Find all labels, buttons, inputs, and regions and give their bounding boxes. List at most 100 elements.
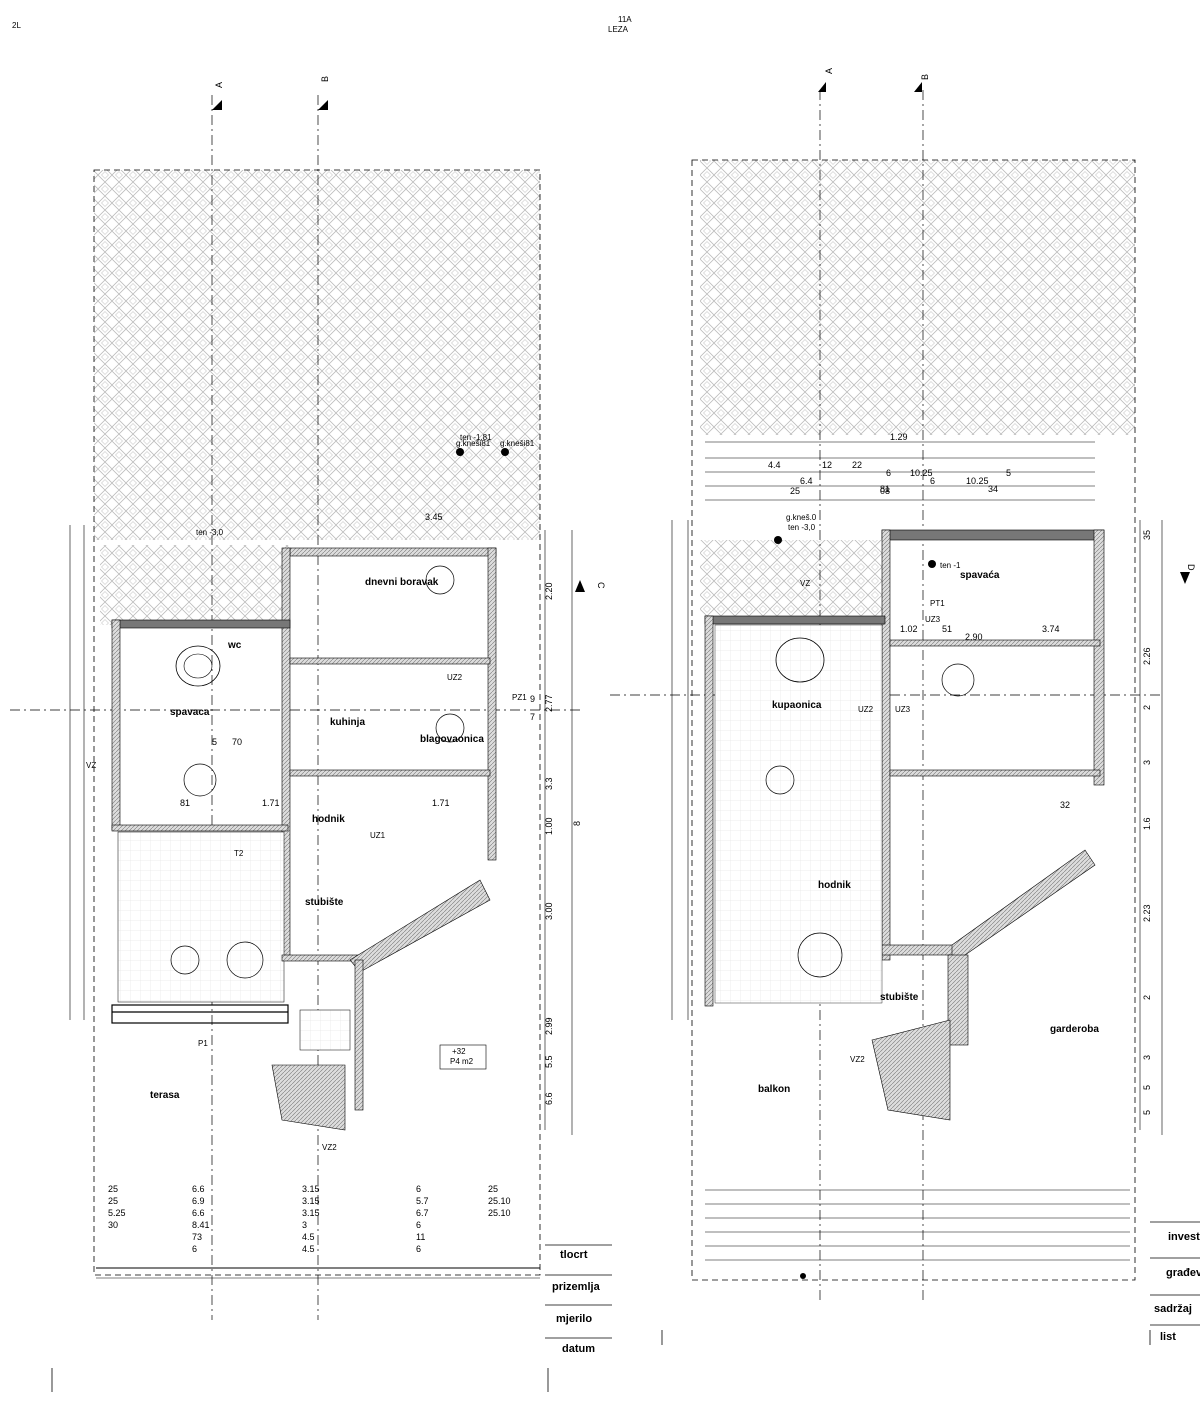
left-wall-partition-2	[289, 769, 491, 777]
left-room-terasa: terasa	[150, 1090, 180, 1101]
right-top-dim-10: 10.25	[966, 476, 989, 486]
left-plant-symbol	[226, 941, 264, 979]
left-table-symbol	[183, 763, 217, 797]
right-wall-east	[1093, 529, 1105, 786]
left-section-a-arrow	[212, 100, 222, 110]
right-stair-wall	[881, 944, 953, 956]
right-bed-symbol	[941, 663, 975, 697]
right-dim-right-1: 2.26	[1142, 647, 1152, 665]
right-dim-inner-3: 3.74	[1042, 624, 1060, 634]
left-bottom-dim-0-2: 3.15	[302, 1184, 320, 1194]
left-bottom-dim-1-4: 25.10	[488, 1196, 511, 1206]
right-tag-uz3: UZ3	[925, 615, 941, 624]
left-chair-symbol	[435, 713, 465, 743]
left-tag-pz1: PZ1	[512, 693, 527, 702]
left-dims-misc: 1.71 81 1.71 5 70 3.45 7 9	[180, 512, 535, 808]
right-dim-inner-2: 2.90	[965, 632, 983, 642]
left-room-spavaca: spavaca	[170, 707, 210, 718]
right-level-1: g.kneš.0	[786, 513, 817, 522]
left-bottom-dim-1-0: 25	[108, 1196, 118, 1206]
right-stair-landing	[871, 1019, 951, 1121]
right-top-dim-1: 4.4	[768, 460, 781, 470]
left-area-line2: P4 m2	[450, 1057, 474, 1066]
left-bottom-dim-0-0: 25	[108, 1184, 118, 1194]
right-floor-tiles	[714, 624, 883, 1004]
right-top-dim-5: 10.25	[910, 468, 933, 478]
left-bottom-dim-1-2: 3.15	[302, 1196, 320, 1206]
right-top-dim-2: 12	[822, 460, 832, 470]
left-dim-misc-3: 5	[212, 737, 217, 747]
right-terrain-patch	[700, 540, 882, 616]
left-stair-landing	[271, 1064, 346, 1131]
left-bottom-dim-2-0: 5.25	[108, 1208, 126, 1218]
left-level-marker-1	[456, 448, 464, 456]
left-bottom-dim-3-1: 8.41	[192, 1220, 210, 1230]
right-plot-boundary	[691, 159, 1136, 1281]
left-level-4: ten -1,81	[460, 433, 492, 442]
left-legend-3: datum	[562, 1343, 595, 1355]
right-room-hodnik: hodnik	[818, 880, 851, 891]
right-dim-right-4: 1.6	[1142, 817, 1152, 830]
left-ramp-wall	[349, 879, 491, 973]
right-wall-top	[881, 529, 1105, 541]
left-section-b-arrow	[318, 100, 328, 110]
left-wall-partition-1	[289, 657, 491, 665]
left-legend: tlocrt prizemlja mjerilo datum	[545, 1244, 612, 1355]
left-bottom-dim-4-2: 4.5	[302, 1232, 315, 1242]
left-bottom-dim-0-1: 6.6	[192, 1184, 205, 1194]
left-stair-side	[354, 959, 364, 1111]
right-stair-side	[947, 954, 969, 1046]
left-plant-symbol-2	[170, 945, 200, 975]
right-wall-inner	[881, 529, 891, 961]
right-legend-3: list	[1160, 1331, 1176, 1343]
left-wall-mid	[111, 619, 291, 629]
right-section-a-label: A	[824, 68, 834, 74]
left-dim-misc-1: 81	[180, 798, 190, 808]
left-room-wc: wc	[227, 640, 242, 651]
left-dim-misc-5: 3.45	[425, 512, 443, 522]
right-dim-inner-4: 32	[1060, 800, 1070, 810]
right-top-dim-3: 22	[852, 460, 862, 470]
left-toilet-symbol	[175, 645, 221, 687]
left-tag-p1: P1	[198, 1039, 208, 1048]
left-dim-right-5: 3.00	[544, 902, 554, 920]
right-wall-west	[704, 615, 714, 1007]
right-top-dim-4: 6	[886, 468, 891, 478]
right-tag-vz2: VZ2	[850, 1055, 865, 1064]
left-dim-misc-2: 1.71	[432, 798, 450, 808]
right-level-3: ten -1	[940, 561, 961, 570]
left-section-a-label: A	[214, 82, 224, 88]
header-left-code: 2L	[12, 21, 21, 30]
right-dim-right-9: 5	[1142, 1110, 1152, 1115]
left-dim-misc-0: 1.71	[262, 798, 280, 808]
right-tag-pt1: PT1	[930, 599, 945, 608]
left-dim-right-4: 8	[572, 821, 582, 826]
right-plant-symbol	[797, 932, 843, 978]
right-tag-uz3-b: UZ3	[895, 705, 911, 714]
left-room-kuhinja: kuhinja	[330, 717, 365, 728]
left-plot-boundary	[93, 169, 541, 1276]
left-wall-west	[111, 619, 121, 831]
left-legend-0: tlocrt	[560, 1249, 588, 1261]
left-wall-right	[487, 547, 497, 861]
right-section-a-arrow	[818, 82, 826, 92]
left-section-c-label: C	[596, 582, 606, 589]
right-terrain-hatch	[700, 160, 1135, 435]
right-level-marker-1	[774, 536, 782, 544]
right-dim-right-0: 35	[1142, 530, 1152, 540]
right-room-balkon: balkon	[758, 1084, 790, 1095]
right-dim-right-6: 2	[1142, 995, 1152, 1000]
right-room-garderoba: garderoba	[1050, 1024, 1099, 1035]
right-room-spavaca: spavaća	[960, 570, 1000, 581]
right-section-b-label: B	[920, 74, 930, 80]
left-dim-misc-4: 70	[232, 737, 242, 747]
left-dim-right-2: 3.3	[544, 777, 554, 790]
left-bottom-dim-3-2: 3	[302, 1220, 307, 1230]
right-top-dim-6: 5	[1006, 468, 1011, 478]
left-tag-uz1: UZ1	[370, 831, 386, 840]
left-legend-2: mjerilo	[556, 1313, 592, 1325]
right-bottom-dim-lines	[705, 1189, 1130, 1261]
